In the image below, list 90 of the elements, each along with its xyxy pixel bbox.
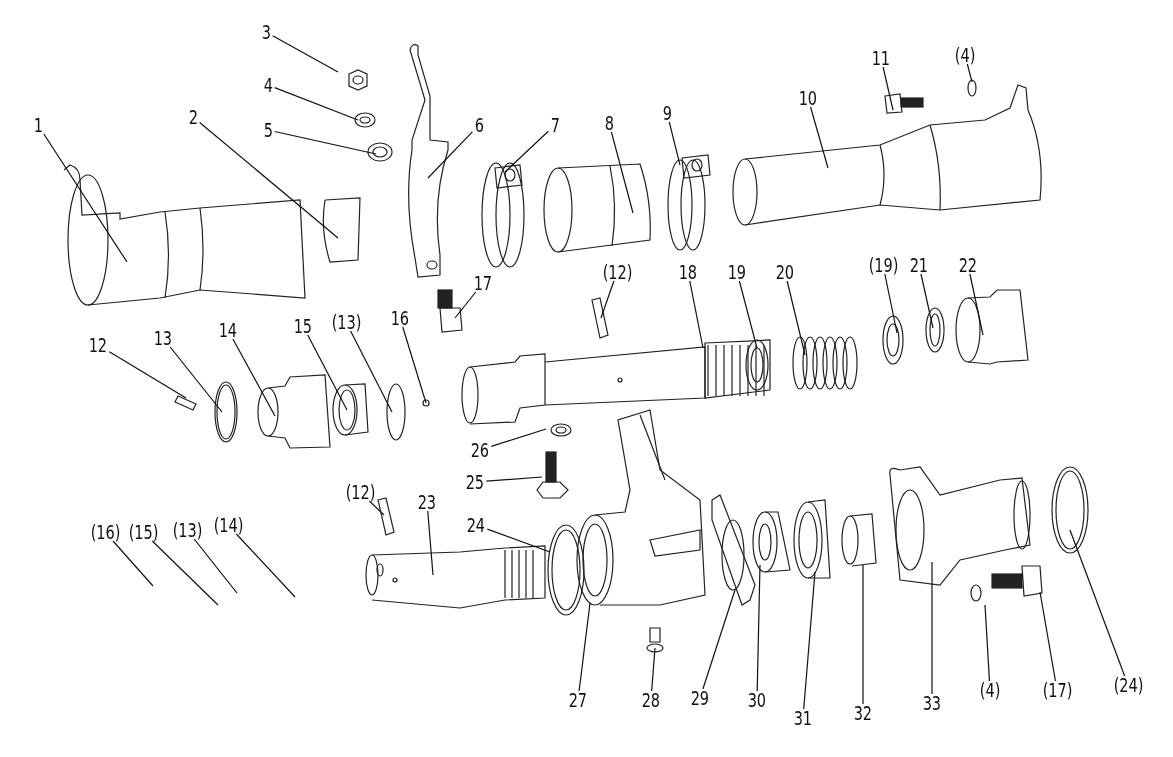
callout-number: 23 xyxy=(417,491,437,513)
callout-number: 31 xyxy=(793,707,813,729)
callout-number: 22 xyxy=(958,254,978,276)
leader-line xyxy=(1069,529,1126,677)
leader-line xyxy=(600,280,615,319)
callout-number: 7 xyxy=(550,114,560,136)
leader-line xyxy=(427,510,434,576)
leader-line xyxy=(786,280,806,356)
callout-number: 26 xyxy=(470,439,490,461)
callout-number: 28 xyxy=(641,689,661,711)
leader-line xyxy=(578,602,591,692)
callout-number: 6 xyxy=(474,114,484,136)
leader-line xyxy=(485,476,543,482)
callout-number: 19 xyxy=(727,261,747,283)
leader-line xyxy=(368,500,385,516)
leader-line xyxy=(272,35,339,73)
callout-number: 9 xyxy=(662,102,672,124)
leader-line xyxy=(882,66,894,111)
callout-number: 12 xyxy=(88,334,108,356)
callout-number: 8 xyxy=(604,112,614,134)
callout-number: 25 xyxy=(465,471,485,493)
callout-number: (4) xyxy=(979,679,1001,701)
callout-number: (14) xyxy=(213,514,243,536)
callout-number: 21 xyxy=(909,254,929,276)
leader-line xyxy=(490,428,547,447)
callout-number: (19) xyxy=(868,254,898,276)
leader-line xyxy=(1039,591,1057,682)
leader-line xyxy=(738,280,758,349)
leader-line xyxy=(689,280,704,349)
leader-line xyxy=(702,589,736,690)
leader-line xyxy=(931,561,933,695)
callout-number: 17 xyxy=(473,272,493,294)
leader-line xyxy=(274,130,377,155)
callout-number: 29 xyxy=(690,687,710,709)
callout-number: 5 xyxy=(263,119,273,141)
leader-line xyxy=(232,338,276,417)
callout-number: 15 xyxy=(293,315,313,337)
leader-line xyxy=(486,528,551,553)
callout-number: 3 xyxy=(261,21,271,43)
leader-line xyxy=(199,121,339,239)
leader-line xyxy=(108,351,187,399)
leader-line xyxy=(651,647,656,692)
leader-line xyxy=(169,346,223,413)
callout-number: 20 xyxy=(775,261,795,283)
leader-line xyxy=(235,533,296,598)
callout-number: 32 xyxy=(853,702,873,724)
callout-number: 33 xyxy=(922,692,942,714)
callout-number: 27 xyxy=(568,689,588,711)
leader-line xyxy=(274,87,359,121)
leader-line xyxy=(803,571,816,710)
callout-number: 10 xyxy=(798,87,818,109)
callout-number: 24 xyxy=(466,514,486,536)
leader-line xyxy=(966,63,973,83)
leader-line xyxy=(809,106,829,169)
leader-line xyxy=(43,133,128,263)
callout-number: 18 xyxy=(678,261,698,283)
leader-line xyxy=(884,273,898,334)
callout-number: 13 xyxy=(153,327,173,349)
callout-number: 11 xyxy=(871,47,891,69)
callout-number: 4 xyxy=(263,74,273,96)
leader-line xyxy=(920,273,934,329)
callout-number: 16 xyxy=(390,307,410,329)
leader-line xyxy=(454,291,477,319)
callout-number: 2 xyxy=(188,106,198,128)
leader-line xyxy=(756,564,761,692)
leader-line xyxy=(151,540,219,606)
leader-line xyxy=(193,538,238,594)
callout-number: (24) xyxy=(1113,674,1143,696)
callout-number: 30 xyxy=(747,689,767,711)
leader-line xyxy=(984,604,991,682)
leader-line xyxy=(402,326,427,404)
callout-number: (4) xyxy=(954,44,976,66)
callout-number: (15) xyxy=(128,521,158,543)
callout-number: 1 xyxy=(33,114,43,136)
leader-line xyxy=(969,273,984,336)
leader-line xyxy=(862,564,864,705)
callout-number: (12) xyxy=(345,481,375,503)
callout-number: (13) xyxy=(172,519,202,541)
leader-line xyxy=(504,130,549,173)
leader-line xyxy=(668,121,681,166)
leader-line xyxy=(307,334,348,411)
leader-line xyxy=(610,131,634,214)
callout-number: (13) xyxy=(331,311,361,333)
leader-line xyxy=(350,330,393,413)
callout-number: (16) xyxy=(90,521,120,543)
callout-number: (12) xyxy=(602,261,632,283)
callout-number: 14 xyxy=(218,319,238,341)
leader-line xyxy=(112,540,154,587)
leader-line xyxy=(427,131,473,179)
callout-number: (17) xyxy=(1042,679,1072,701)
